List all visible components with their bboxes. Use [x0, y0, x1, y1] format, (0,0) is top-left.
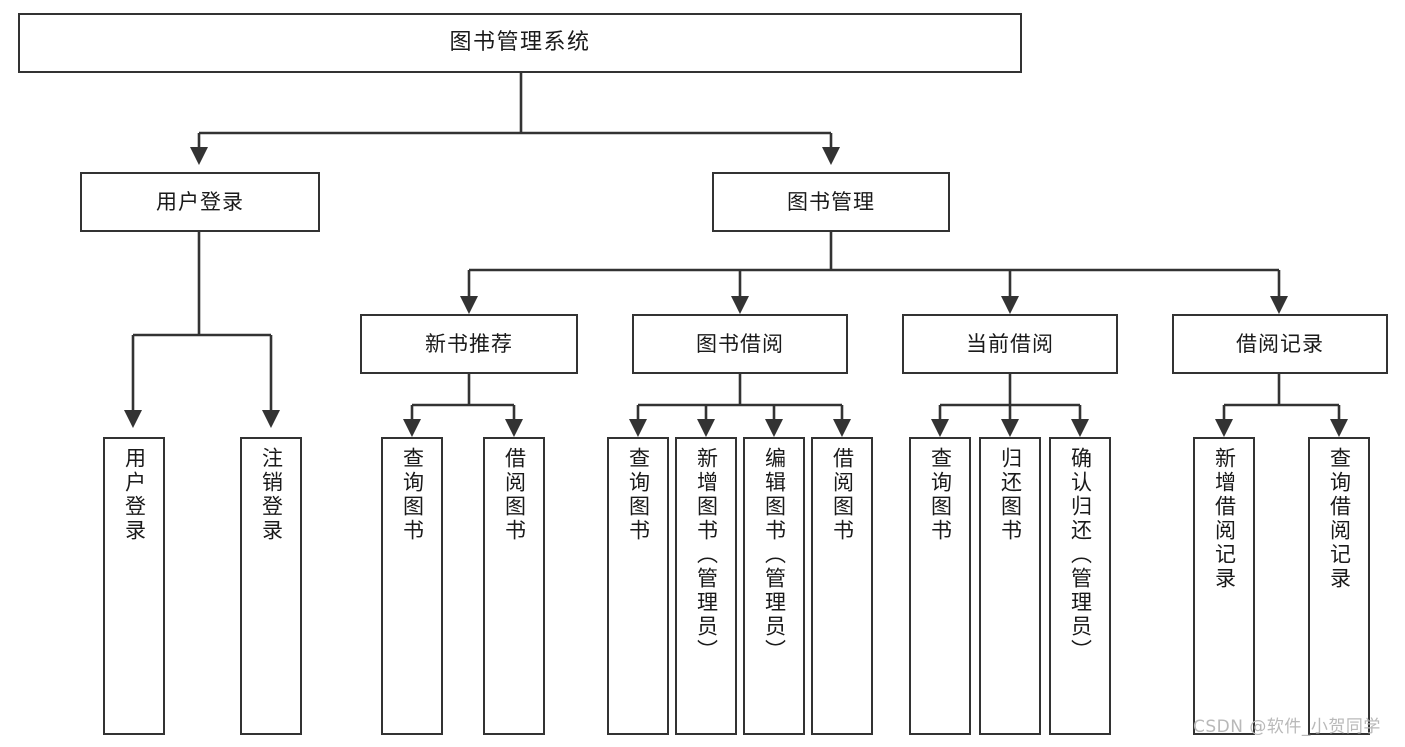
- leaf-borrow-book[interactable]: 借阅图书: [811, 437, 873, 735]
- node-label: 新书推荐: [425, 331, 513, 356]
- node-label: 用户登录: [122, 447, 147, 543]
- node-label: 注销登录: [259, 447, 284, 543]
- leaf-add-book[interactable]: 新增图书（管理员）: [675, 437, 737, 735]
- node-label: 图书管理: [787, 189, 875, 214]
- node-label: 查询借阅记录: [1327, 447, 1352, 591]
- node-label: 借阅图书: [502, 447, 527, 543]
- node-label: 借阅记录: [1236, 331, 1324, 356]
- node-label: 查询图书: [928, 447, 953, 543]
- node-label: 确认归还（管理员）: [1068, 447, 1093, 663]
- leaf-logout-login[interactable]: 注销登录: [240, 437, 302, 735]
- node-label: 新增借阅记录: [1212, 447, 1237, 591]
- node-label: 编辑图书（管理员）: [762, 447, 787, 663]
- leaf-query-book-current[interactable]: 查询图书: [909, 437, 971, 735]
- node-label: 新增图书（管理员）: [694, 447, 719, 663]
- leaf-user-login[interactable]: 用户登录: [103, 437, 165, 735]
- leaf-return-book[interactable]: 归还图书: [979, 437, 1041, 735]
- node-label: 图书借阅: [696, 331, 784, 356]
- leaf-borrow-book-recommend[interactable]: 借阅图书: [483, 437, 545, 735]
- node-root-system[interactable]: 图书管理系统: [18, 13, 1022, 73]
- node-user-login[interactable]: 用户登录: [80, 172, 320, 232]
- node-new-book-recommend[interactable]: 新书推荐: [360, 314, 578, 374]
- leaf-query-borrow-record[interactable]: 查询借阅记录: [1308, 437, 1370, 735]
- node-label: 归还图书: [998, 447, 1023, 543]
- leaf-add-borrow-record[interactable]: 新增借阅记录: [1193, 437, 1255, 735]
- node-label: 借阅图书: [830, 447, 855, 543]
- leaf-query-book-borrow[interactable]: 查询图书: [607, 437, 669, 735]
- leaf-query-book-recommend[interactable]: 查询图书: [381, 437, 443, 735]
- node-label: 查询图书: [400, 447, 425, 543]
- node-book-management[interactable]: 图书管理: [712, 172, 950, 232]
- node-book-borrow[interactable]: 图书借阅: [632, 314, 848, 374]
- node-label: 当前借阅: [966, 331, 1054, 356]
- csdn-watermark: CSDN @软件_小贺同学: [1193, 717, 1381, 737]
- leaf-edit-book[interactable]: 编辑图书（管理员）: [743, 437, 805, 735]
- node-label: 查询图书: [626, 447, 651, 543]
- node-label: 图书管理系统: [449, 30, 591, 56]
- node-current-borrow[interactable]: 当前借阅: [902, 314, 1118, 374]
- node-borrow-record[interactable]: 借阅记录: [1172, 314, 1388, 374]
- node-label: 用户登录: [156, 189, 244, 214]
- leaf-confirm-return[interactable]: 确认归还（管理员）: [1049, 437, 1111, 735]
